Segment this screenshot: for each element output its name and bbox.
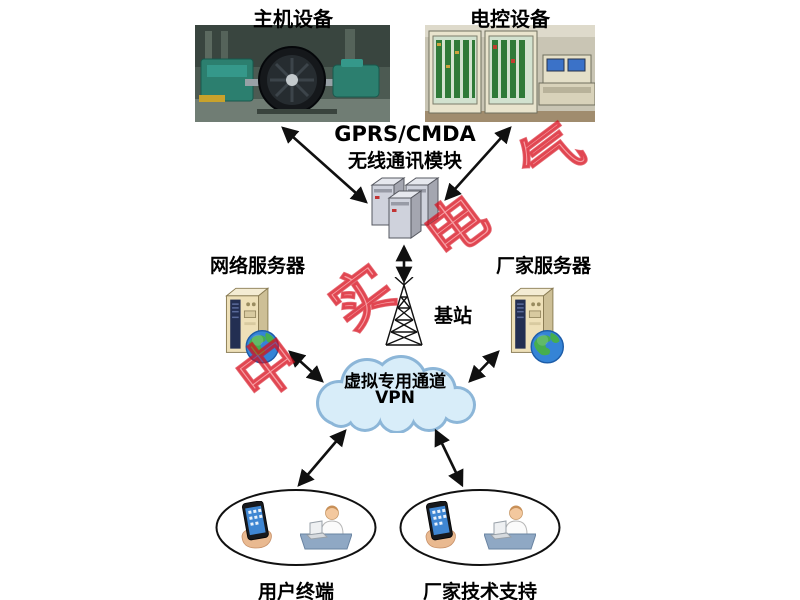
base-station-antenna-icon — [385, 277, 423, 346]
vendor-support-label: 厂家技术支持 — [422, 581, 537, 600]
vpn-cloud-shape — [316, 355, 476, 433]
base-station-label: 基站 — [434, 305, 473, 327]
smartphone-in-hand-icon — [425, 501, 456, 549]
person-at-laptop-icon — [300, 505, 352, 550]
vendor-server-label: 厂家服务器 — [495, 255, 591, 277]
gprs-module-subtitle: 无线通讯模块 — [347, 150, 462, 172]
user-terminal-label: 用户终端 — [257, 581, 334, 600]
server-stack-icon — [371, 177, 439, 239]
user-terminal-group — [214, 488, 378, 567]
network-server-label: 网络服务器 — [209, 255, 305, 277]
vpn-cloud-label-line2: VPN — [375, 388, 415, 408]
arrow-vpn-vendorsupport — [434, 428, 464, 488]
host-device-label: 主机设备 — [253, 7, 333, 31]
person-at-laptop-icon — [484, 505, 536, 550]
hoist-machine-photo — [195, 25, 390, 122]
electric-device-label: 电控设备 — [470, 7, 550, 31]
arrow-vpn-userterminal — [297, 429, 347, 487]
control-cabinet-photo — [425, 25, 595, 122]
gprs-module-title: GPRS/CMDA — [334, 122, 476, 146]
vpn-cloud-label-line1: 虚拟专用通道 — [344, 372, 446, 392]
network-server-tower-icon — [225, 287, 279, 364]
smartphone-in-hand-icon — [241, 501, 272, 549]
vendor-support-group — [398, 488, 562, 567]
